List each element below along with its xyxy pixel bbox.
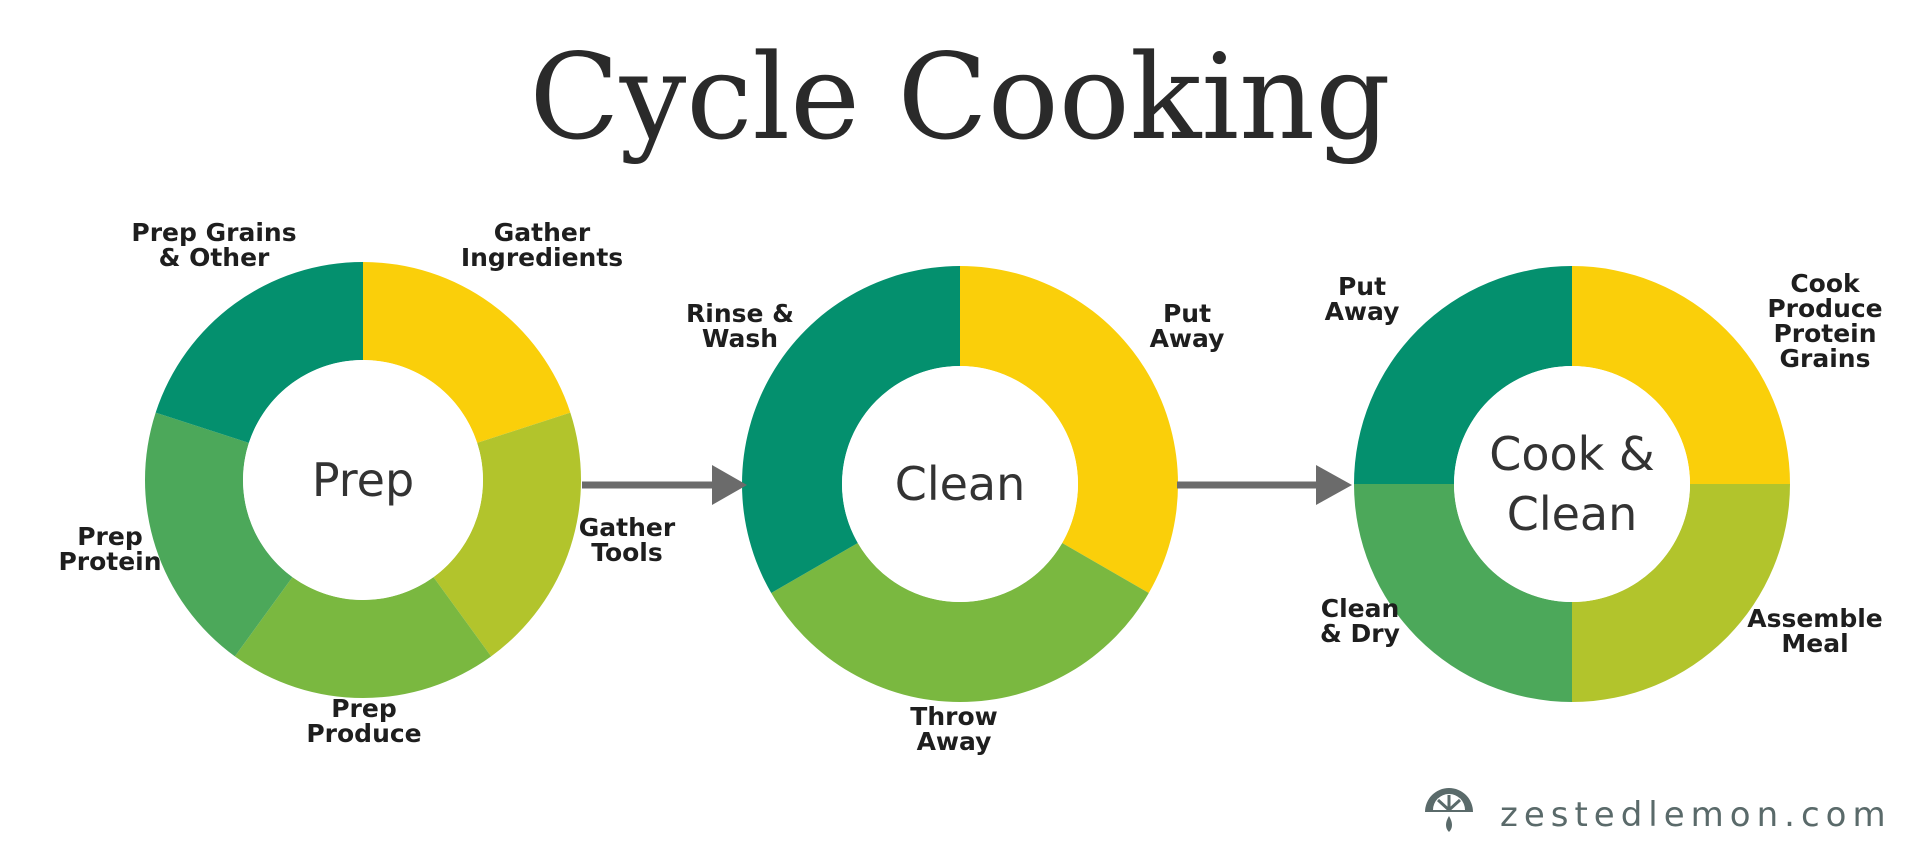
segment-clean-and-dry [1354, 484, 1572, 702]
brand-text: zestedlemon.com [1500, 795, 1892, 835]
segment-prep-grains-and-other [155, 262, 363, 443]
page-title: Cycle Cooking [529, 28, 1390, 166]
label-rinse-and-wash: Rinse &Wash [686, 299, 794, 353]
center-label-clean: Clean [895, 457, 1026, 511]
center-label-prep: Prep [312, 453, 414, 507]
arrow-prep-to-clean [582, 465, 747, 505]
ring-center [243, 360, 483, 600]
segment-assemble-meal [1572, 484, 1790, 702]
segment-rinse-and-wash [742, 266, 961, 593]
segment-throw-away [771, 543, 1149, 702]
label-prep-grains-and-other: Prep Grains& Other [131, 218, 296, 272]
segment-put-away [1354, 266, 1572, 484]
segment-gather-tools [433, 412, 581, 657]
segment-prep-produce [234, 577, 492, 698]
label-clean-and-dry: Clean& Dry [1320, 594, 1400, 648]
segment-prep-protein [144, 412, 293, 657]
center-label-cook-and-clean: Cook &Clean [1489, 427, 1655, 541]
segment-put-away [960, 266, 1178, 593]
segment-gather-ingredients [363, 262, 571, 443]
segment-cook-produce-protein-grains [1572, 266, 1790, 484]
ring-center [842, 366, 1078, 602]
arrow-clean-to-cook [1177, 465, 1352, 505]
lemon-slice-icon [1425, 788, 1473, 832]
brand-logo: zestedlemon.com [1425, 788, 1892, 835]
ring-center [1454, 366, 1690, 602]
